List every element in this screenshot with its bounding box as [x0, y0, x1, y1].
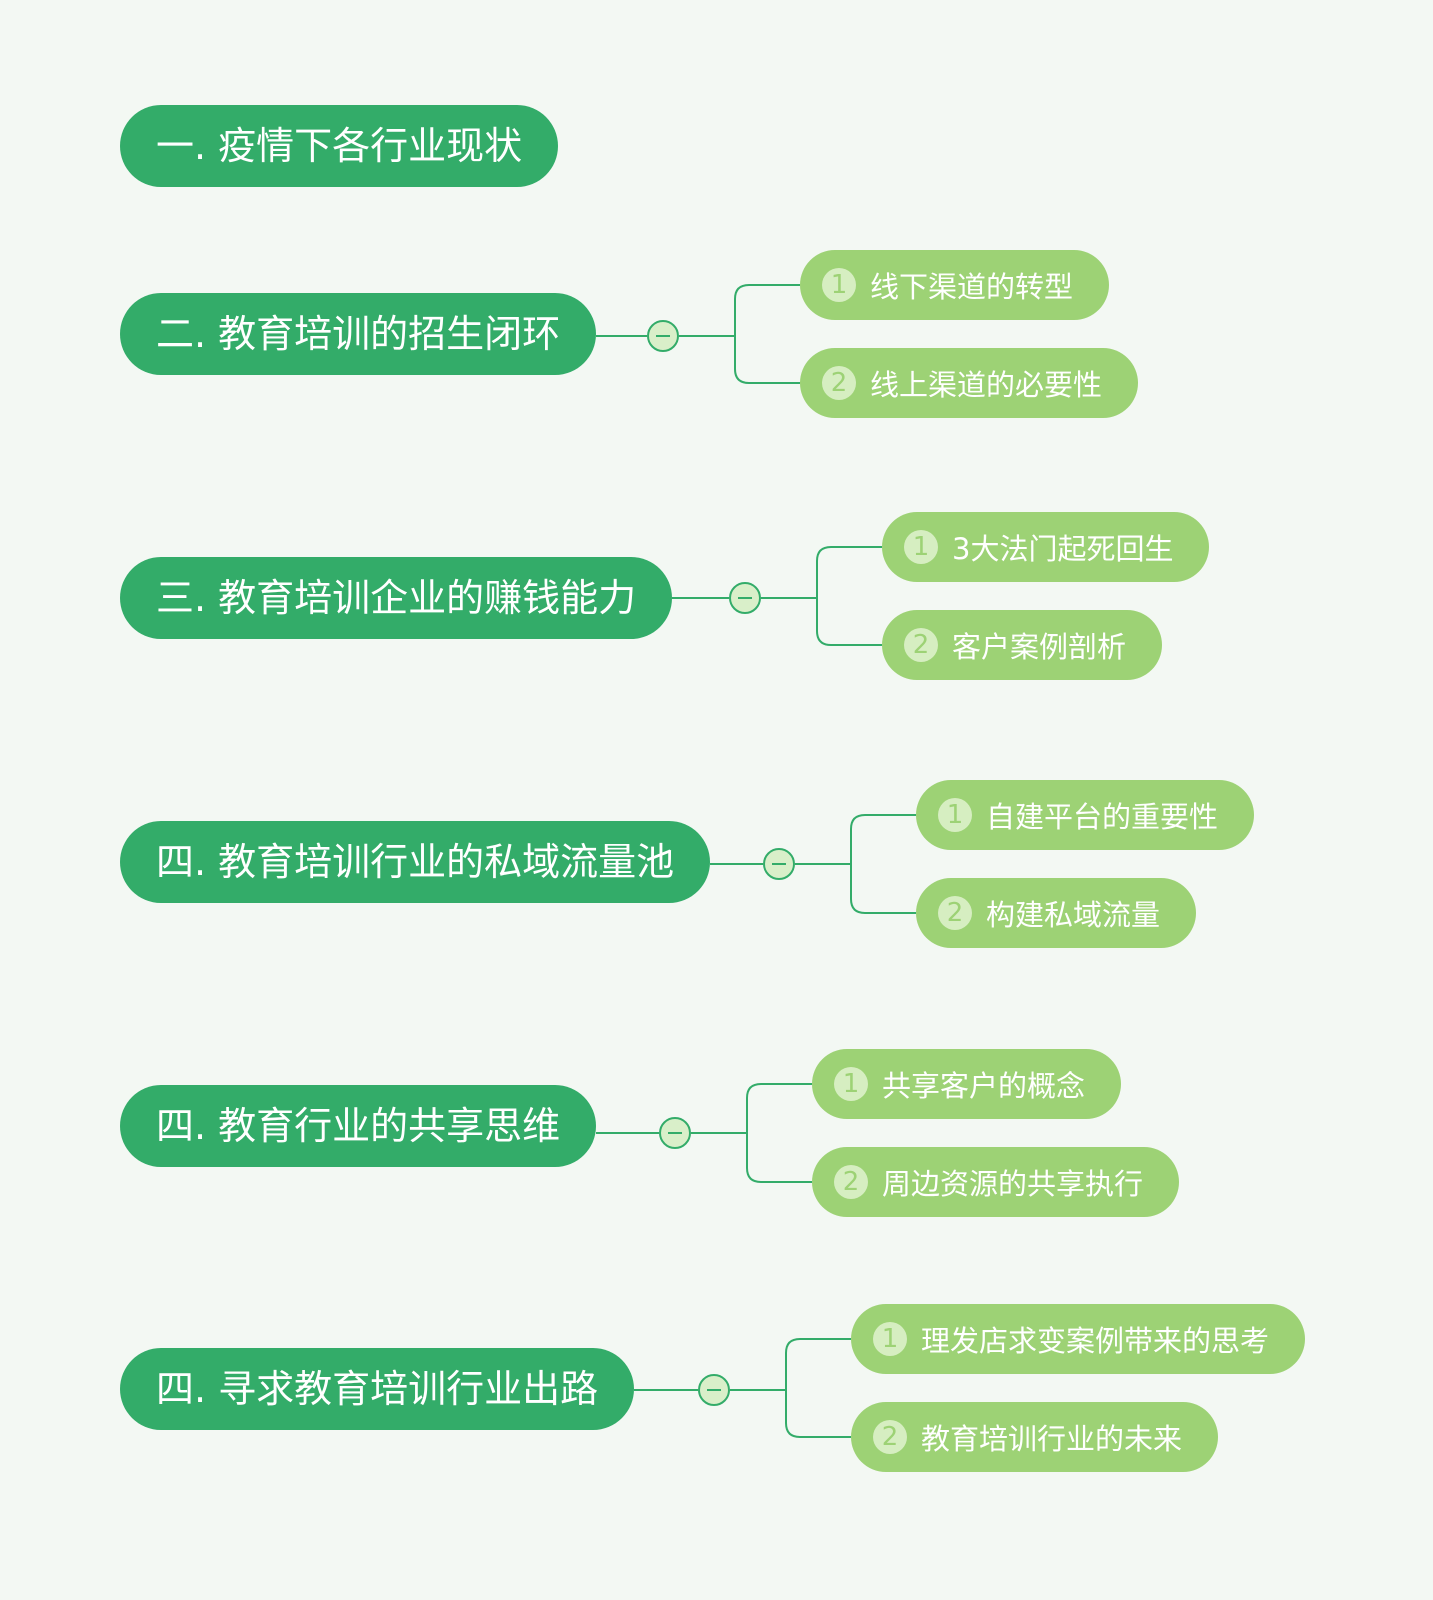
topic-2[interactable]: 二. 教育培训的招生闭环 [120, 293, 597, 375]
branch-connector-line [850, 814, 916, 914]
number-badge: 2 [904, 628, 938, 662]
subtopic-6-2[interactable]: 2 教育培训行业的未来 [851, 1402, 1219, 1472]
collapse-toggle-icon[interactable] [647, 320, 679, 352]
topic-6[interactable]: 四. 寻求教育培训行业出路 [120, 1348, 635, 1430]
collapse-toggle-icon[interactable] [763, 848, 795, 880]
topic-label: 一. 疫情下各行业现状 [156, 124, 523, 168]
subtopic-2-2[interactable]: 2 线上渠道的必要性 [800, 348, 1139, 418]
subtopic-label: 3大法门起死回生 [952, 532, 1174, 566]
subtopic-label: 线上渠道的必要性 [870, 368, 1103, 402]
subtopic-label: 周边资源的共享执行 [882, 1167, 1144, 1201]
subtopic-3-1[interactable]: 1 3大法门起死回生 [882, 512, 1210, 582]
subtopic-label: 自建平台的重要性 [986, 800, 1219, 834]
branch-connector-line [816, 546, 882, 646]
branch-connector-line [746, 1083, 812, 1183]
subtopic-6-1[interactable]: 1 理发店求变案例带来的思考 [851, 1304, 1306, 1374]
subtopic-5-1[interactable]: 1 共享客户的概念 [812, 1049, 1122, 1119]
number-badge: 1 [904, 530, 938, 564]
subtopic-label: 教育培训行业的未来 [921, 1422, 1183, 1456]
topic-label: 四. 寻求教育培训行业出路 [156, 1367, 599, 1411]
collapse-toggle-icon[interactable] [659, 1117, 691, 1149]
subtopic-label: 共享客户的概念 [882, 1069, 1086, 1103]
number-badge: 2 [873, 1420, 907, 1454]
subtopic-4-2[interactable]: 2 构建私域流量 [916, 878, 1197, 948]
branch-connector-line [785, 1338, 851, 1438]
number-badge: 2 [834, 1165, 868, 1199]
subtopic-4-1[interactable]: 1 自建平台的重要性 [916, 780, 1255, 850]
number-badge: 2 [938, 896, 972, 930]
topic-label: 二. 教育培训的招生闭环 [156, 312, 561, 356]
topic-label: 四. 教育行业的共享思维 [156, 1104, 561, 1148]
subtopic-label: 理发店求变案例带来的思考 [921, 1324, 1270, 1358]
topic-label: 四. 教育培训行业的私域流量池 [156, 840, 675, 884]
subtopic-5-2[interactable]: 2 周边资源的共享执行 [812, 1147, 1180, 1217]
subtopic-label: 构建私域流量 [986, 898, 1161, 932]
collapse-toggle-icon[interactable] [698, 1374, 730, 1406]
subtopic-label: 客户案例剖析 [952, 630, 1127, 664]
collapse-toggle-icon[interactable] [729, 582, 761, 614]
number-badge: 1 [938, 798, 972, 832]
topic-1[interactable]: 一. 疫情下各行业现状 [120, 105, 559, 187]
number-badge: 1 [873, 1322, 907, 1356]
subtopic-2-1[interactable]: 1 线下渠道的转型 [800, 250, 1110, 320]
subtopic-3-2[interactable]: 2 客户案例剖析 [882, 610, 1163, 680]
branch-connector-line [734, 284, 800, 384]
number-badge: 1 [822, 268, 856, 302]
topic-label: 三. 教育培训企业的赚钱能力 [156, 576, 637, 620]
topic-4[interactable]: 四. 教育培训行业的私域流量池 [120, 821, 711, 903]
number-badge: 1 [834, 1067, 868, 1101]
topic-5[interactable]: 四. 教育行业的共享思维 [120, 1085, 597, 1167]
topic-3[interactable]: 三. 教育培训企业的赚钱能力 [120, 557, 673, 639]
number-badge: 2 [822, 366, 856, 400]
subtopic-label: 线下渠道的转型 [870, 270, 1074, 304]
